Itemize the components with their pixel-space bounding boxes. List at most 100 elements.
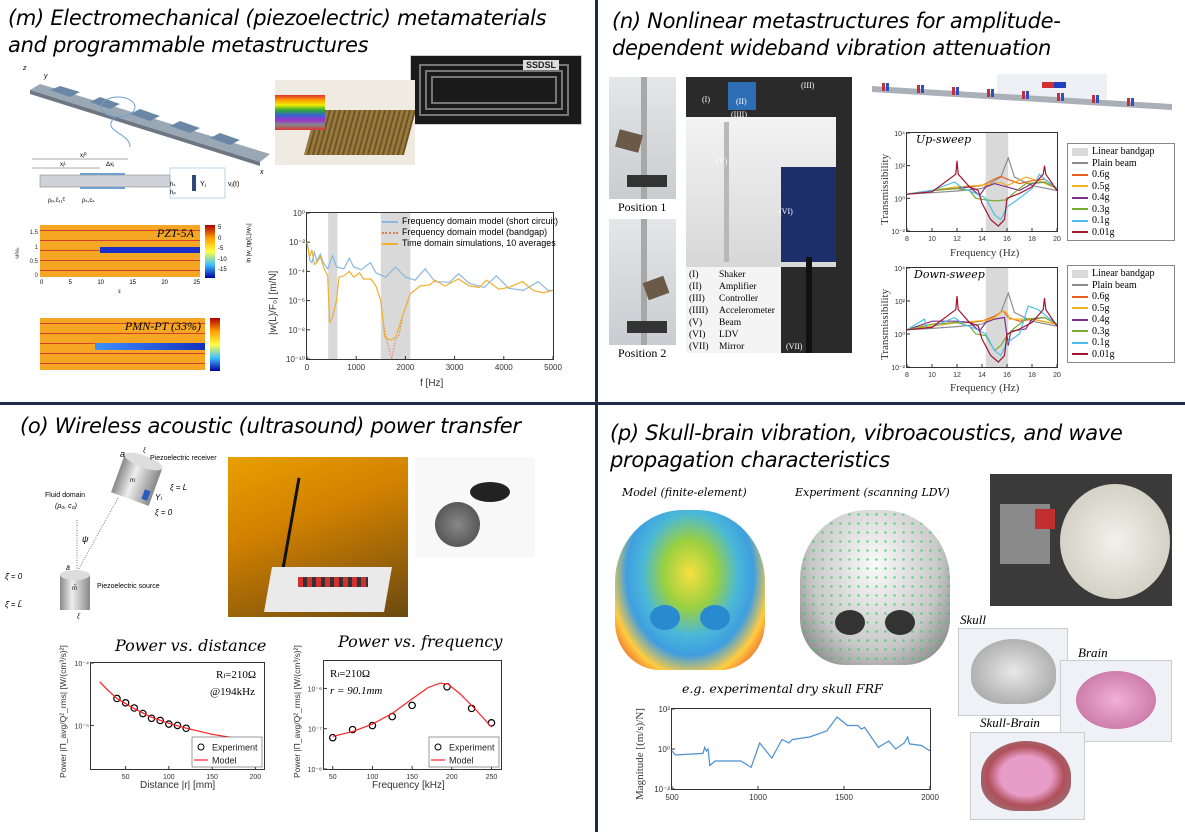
x-tick-label: 0 xyxy=(305,363,310,372)
y-tick-label: 10⁻¹⁰ xyxy=(286,355,305,364)
equipment-item: (VI)LDV xyxy=(689,329,778,341)
dispersion-map-pmnpt: PMN-PT (33%) xyxy=(40,318,205,370)
series-line xyxy=(906,173,1058,221)
data-point xyxy=(408,701,416,710)
freq-annotation-1: Rₗ=210Ω xyxy=(330,668,371,680)
x-tick-label: 10 xyxy=(928,236,936,243)
tag-V: (V) xyxy=(716,157,728,166)
series-line xyxy=(906,156,1058,195)
receiver-admittance: Yₗ xyxy=(155,493,162,502)
x-tick-label: 20 xyxy=(1053,236,1061,243)
cb-tick: 0 xyxy=(218,235,222,242)
y-tick-label: 10⁰ xyxy=(894,331,905,339)
x-tick-label: 100 xyxy=(163,774,175,781)
y-tick-label: 10⁴ xyxy=(894,266,905,273)
position-1-photo xyxy=(609,77,676,199)
equipment-id: (I) xyxy=(689,270,699,280)
skull-render xyxy=(958,628,1068,716)
panel-p-title-line2: propagation characteristics xyxy=(610,448,890,472)
y-tick-label: 10⁻² xyxy=(891,365,905,372)
x-tick-label: 100 xyxy=(367,774,379,781)
cb-tick: -10 xyxy=(218,256,227,263)
legend-box xyxy=(191,736,263,768)
xi-L: ξ = L xyxy=(170,483,187,492)
series-line xyxy=(332,682,492,737)
y-tick-label: 10² xyxy=(658,705,670,714)
legend-label: 0.1g xyxy=(1092,215,1110,226)
m-frf-xlabel: f [Hz] xyxy=(420,378,444,389)
y-tick-label: 10⁰ xyxy=(293,209,305,218)
brain-label: Brain xyxy=(1078,645,1108,660)
m-frf-legend: Frequency domain model (short circuit) F… xyxy=(378,214,562,251)
series-line xyxy=(906,181,1058,202)
down-xlabel: Frequency (Hz) xyxy=(950,382,1020,394)
x-tick-label: 150 xyxy=(406,774,418,781)
y-tick-label: 10⁻⁶ xyxy=(308,686,322,693)
legend-label: 0.3g xyxy=(1092,325,1110,337)
xibar-axis: ξ̄ xyxy=(77,614,81,620)
legend-entry: 0.3g xyxy=(1072,326,1170,338)
map-xtick: 0 xyxy=(40,280,44,286)
map-xtick: 15 xyxy=(129,280,136,286)
y-tick-label: 10⁴ xyxy=(894,131,905,138)
legend-short-circuit: Frequency domain model (short circuit) xyxy=(402,216,559,226)
cb-tick: -15 xyxy=(218,267,227,273)
y-tick-label: 10⁰ xyxy=(658,745,670,754)
legend-label: 0.3g xyxy=(1092,203,1110,215)
up-xlabel: Frequency (Hz) xyxy=(950,247,1020,259)
legend-entry: Plain beam xyxy=(1072,280,1170,292)
legend-label: Model xyxy=(212,756,237,766)
dist-annotation-2: @194kHz xyxy=(210,686,255,698)
panel-n-title: (n) Nonlinear metastructures for amplitu… xyxy=(612,8,1061,62)
legend-entry: 0.3g xyxy=(1072,204,1170,216)
x-tick-label: 16 xyxy=(1003,236,1011,243)
x-tick-label: 10 xyxy=(928,372,936,379)
hp-label: hₚ xyxy=(170,190,176,196)
down-sweep-title: Down-sweep xyxy=(914,268,985,281)
data-point xyxy=(113,694,121,703)
acoustic-transfer-diagram: m a ξ Piezoelectric receiver ξ = L Yₗ ξ … xyxy=(5,448,217,620)
x-tick-label: 250 xyxy=(486,774,498,781)
freq-annotation-2: r = 90.1mm xyxy=(330,685,383,697)
series-line xyxy=(906,295,1058,363)
y-tick-label: 10⁻⁸ xyxy=(308,767,322,774)
legend-entry: 0.4g xyxy=(1072,314,1170,326)
equipment-name: LDV xyxy=(719,330,739,340)
equipment-name: Beam xyxy=(719,318,742,328)
colorbar-1-label: ln |w_tip(L)/w₀| xyxy=(246,223,253,263)
piezo-beam-diagram: z y x xⱼᴿ xⱼᴸ Δxⱼ hₛ hₚ Yⱼ vⱼ(t) ρₚ,c̄₁₁… xyxy=(22,65,270,204)
skull-brain-label: Skull-Brain xyxy=(980,715,1040,730)
x-tick-label: 14 xyxy=(978,236,986,243)
series-line xyxy=(671,716,931,769)
position-2-label: Position 2 xyxy=(618,346,667,360)
transducer-coin-photo xyxy=(415,457,535,557)
x-tick-label: 1000 xyxy=(749,793,767,802)
power-vs-distance-title: Power vs. distance xyxy=(115,636,267,655)
voltage-label: vⱼ(t) xyxy=(228,181,239,188)
data-point xyxy=(348,725,357,734)
horizontal-divider xyxy=(0,402,1185,405)
source-radius: ā xyxy=(66,565,70,572)
equipment-id: (VII) xyxy=(689,342,709,352)
legend-marker xyxy=(197,743,205,751)
pcb-photo-ribbon xyxy=(275,80,415,165)
legend-entry: 0.5g xyxy=(1072,181,1170,193)
y-tick-label: 10⁻⁴ xyxy=(288,267,305,276)
tag-II: (II) xyxy=(736,97,747,106)
xi-0: ξ = 0 xyxy=(155,508,173,517)
data-point xyxy=(156,716,165,725)
legend-entry: 0.01g xyxy=(1072,349,1170,361)
position-2-photo xyxy=(609,219,676,345)
dx-label: Δxⱼ xyxy=(106,162,114,168)
equipment-name: Amplifier xyxy=(719,282,757,292)
pcb-photo-dark: SSDSL xyxy=(410,55,582,125)
position-1-label: Position 1 xyxy=(618,200,667,214)
